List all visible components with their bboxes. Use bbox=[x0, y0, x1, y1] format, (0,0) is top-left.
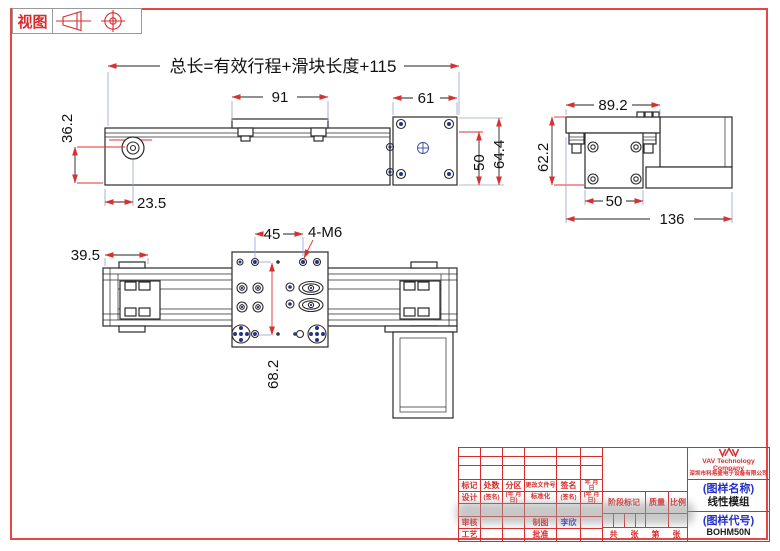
dim-hole-pitch-x: 45 bbox=[264, 226, 281, 243]
slider-block-side bbox=[231, 118, 329, 142]
tb-empty-cell bbox=[580, 528, 603, 542]
tb-sheet-zhang1: 张 bbox=[630, 529, 639, 539]
tb-stage-area bbox=[602, 447, 688, 492]
idler-pulley bbox=[121, 136, 145, 160]
roller-left bbox=[231, 324, 251, 344]
tb-sheet-di: 第 bbox=[651, 529, 660, 539]
slot-hole-1 bbox=[298, 280, 324, 296]
tb-approve-label: 批准 bbox=[524, 528, 557, 542]
tb-empty-cell bbox=[580, 503, 603, 517]
slot-hole-2 bbox=[298, 297, 324, 313]
side-view: 总长=有效行程+滑块长度+115 91 61 36.2 23.5 bbox=[59, 57, 508, 212]
tb-empty-cell bbox=[502, 503, 525, 517]
tb-empty-cell bbox=[502, 528, 525, 542]
dim-overall-width: 136 bbox=[659, 211, 684, 228]
left-bearing-block bbox=[119, 280, 161, 320]
tb-process-label: 工艺 bbox=[458, 528, 481, 542]
tb-code-caption: (图样代号) bbox=[702, 515, 755, 527]
top-view: 39.5 45 4-M6 68.2 bbox=[71, 224, 458, 419]
tb-name-caption: (图样名称) bbox=[702, 482, 755, 495]
tb-company-cell: VAV Technology Company 深圳市科易盛电子设备有限公司 bbox=[687, 447, 770, 480]
dim-pulley-offset: 23.5 bbox=[137, 195, 166, 212]
tb-sheet-zhang2: 张 bbox=[672, 529, 681, 539]
rev-cell bbox=[458, 465, 481, 480]
tb-drawing-code-cell: (图样代号) BOHM50N bbox=[687, 511, 770, 542]
end-view: 89.2 62.2 50 136 bbox=[535, 97, 733, 228]
rev-cell bbox=[502, 465, 525, 480]
side-view-dimensions: 总长=有效行程+滑块长度+115 91 61 36.2 23.5 bbox=[59, 57, 508, 212]
end-view-dimensions: 89.2 62.2 50 136 bbox=[535, 97, 733, 228]
tb-drawing-name-cell: (图样名称) 线性模组 bbox=[687, 479, 770, 512]
tb-code-value: BOHM50N bbox=[706, 527, 751, 537]
dim-motor-height: 50 bbox=[471, 154, 488, 171]
roller-right bbox=[307, 324, 327, 344]
tb-company-cn: 深圳市科易盛电子设备有限公司 bbox=[689, 471, 768, 478]
drawing-border-frame bbox=[10, 8, 768, 540]
tb-sheet-total: 共 bbox=[609, 529, 618, 539]
thread-callout: 4-M6 bbox=[308, 224, 342, 241]
title-block: 标记 处数 分区 更改文件号 签名 年 月 日 设计 (签名) (年 月 日) … bbox=[458, 447, 770, 542]
dim-total-length: 总长=有效行程+滑块长度+115 bbox=[170, 57, 397, 76]
slider-plate-top bbox=[231, 251, 329, 348]
dim-slider-length: 91 bbox=[272, 89, 289, 106]
motor-side bbox=[385, 116, 458, 186]
rev-cell bbox=[524, 465, 557, 480]
dim-end-clamp-width: 39.5 bbox=[71, 247, 100, 264]
tb-stage-mark-label: 阶段标记 bbox=[602, 491, 646, 514]
tb-empty-cell bbox=[524, 503, 557, 517]
dim-body-width: 50 bbox=[606, 193, 623, 210]
tb-empty-cell bbox=[556, 503, 581, 517]
tb-empty-cell bbox=[556, 528, 581, 542]
tb-empty-cell bbox=[480, 528, 503, 542]
tb-mass-label: 质量 bbox=[645, 491, 669, 514]
tb-mass-cell bbox=[645, 513, 669, 528]
body-screws-end bbox=[587, 141, 642, 185]
dim-plate-width: 89.2 bbox=[598, 97, 627, 114]
rev-cell bbox=[556, 465, 581, 480]
top-view-dimensions: 39.5 45 4-M6 68.2 bbox=[71, 224, 342, 389]
motor-top bbox=[384, 325, 458, 419]
dim-hole-pitch-y: 68.2 bbox=[265, 360, 282, 389]
view-method-box: 视图 bbox=[12, 8, 142, 34]
right-bearing-block bbox=[399, 280, 441, 320]
tb-scale-label: 比例 bbox=[668, 491, 688, 514]
target-circle-icon bbox=[101, 10, 125, 32]
vav-logo bbox=[718, 448, 739, 457]
motor-shaft-center-mark bbox=[417, 142, 429, 154]
view-label: 视图 bbox=[13, 9, 53, 33]
tb-empty-cell bbox=[458, 503, 481, 517]
tb-company-en: VAV Technology Company bbox=[702, 457, 755, 473]
tb-name-value: 线性模组 bbox=[707, 495, 750, 508]
tb-sheet-row: 共 张 第 张 bbox=[602, 527, 688, 542]
motor-end bbox=[645, 116, 733, 189]
dim-overall-height: 64.4 bbox=[491, 140, 508, 169]
dim-end-overall-height: 62.2 bbox=[535, 143, 552, 172]
rev-cell bbox=[480, 465, 503, 480]
first-angle-cone-icon bbox=[56, 10, 91, 32]
tb-empty-cell bbox=[480, 503, 503, 517]
tb-scale-cell bbox=[668, 513, 688, 528]
dim-motor-width: 61 bbox=[418, 90, 435, 107]
motor-screws-side bbox=[385, 118, 455, 180]
projection-symbols bbox=[53, 9, 141, 33]
projection-symbols-svg bbox=[56, 10, 125, 32]
rev-cell bbox=[580, 465, 603, 480]
dim-rail-height: 36.2 bbox=[59, 114, 76, 143]
